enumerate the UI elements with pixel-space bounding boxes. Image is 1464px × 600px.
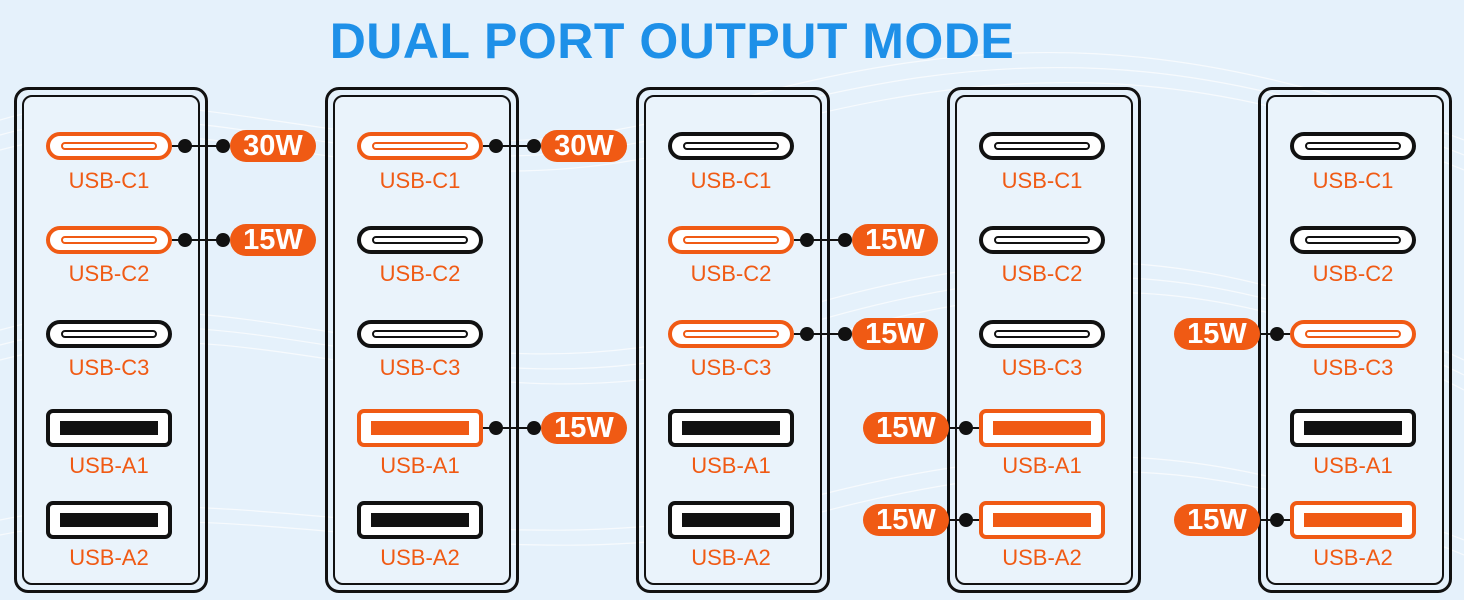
port-label: USB-C1 xyxy=(1312,168,1394,193)
connector-dot xyxy=(489,421,503,435)
port-label: USB-C3 xyxy=(68,355,150,380)
usb-c-port-icon xyxy=(357,132,483,160)
port-label: USB-C2 xyxy=(379,261,461,286)
connector-dot xyxy=(1270,327,1284,341)
port-label: USB-A2 xyxy=(691,545,771,570)
usb-a-port-icon xyxy=(357,409,483,447)
usb-c-port-icon xyxy=(1290,226,1416,254)
port-label: USB-A2 xyxy=(1002,545,1082,570)
connector-line xyxy=(172,239,218,241)
port-label: USB-A2 xyxy=(69,545,149,570)
port-label: USB-C1 xyxy=(690,168,772,193)
wattage-badge: 15W xyxy=(863,504,949,536)
usb-a-port-icon xyxy=(357,501,483,539)
port-label: USB-C3 xyxy=(379,355,461,380)
wattage-badge: 15W xyxy=(852,318,938,350)
port-label: USB-C3 xyxy=(690,355,772,380)
usb-c-port-icon xyxy=(1290,320,1416,348)
usb-c-port-icon xyxy=(979,226,1105,254)
wattage-badge: 30W xyxy=(541,130,627,162)
connector-dot xyxy=(489,139,503,153)
port-label: USB-A1 xyxy=(1002,453,1082,478)
connector-line xyxy=(1230,333,1290,335)
wattage-badge: 15W xyxy=(541,412,627,444)
connector-dot xyxy=(838,327,852,341)
port-label: USB-C3 xyxy=(1312,355,1394,380)
port-label: USB-A1 xyxy=(1313,453,1393,478)
connector-dot xyxy=(527,421,541,435)
usb-c-port-icon xyxy=(46,226,172,254)
connector-dot xyxy=(178,139,192,153)
usb-c-port-icon xyxy=(979,320,1105,348)
connector-dot xyxy=(178,233,192,247)
connector-dot xyxy=(959,421,973,435)
port-label: USB-A1 xyxy=(380,453,460,478)
port-label: USB-A2 xyxy=(380,545,460,570)
wattage-badge: 15W xyxy=(852,224,938,256)
usb-c-port-icon xyxy=(979,132,1105,160)
connector-dot xyxy=(800,233,814,247)
connector-dot xyxy=(959,513,973,527)
usb-c-port-icon xyxy=(357,320,483,348)
port-label: USB-C1 xyxy=(1001,168,1083,193)
usb-c-port-icon xyxy=(668,226,794,254)
port-label: USB-C1 xyxy=(379,168,461,193)
usb-a-port-icon xyxy=(668,501,794,539)
connector-dot xyxy=(838,233,852,247)
connector-dot xyxy=(800,327,814,341)
connector-dot xyxy=(216,233,230,247)
wattage-badge: 15W xyxy=(1174,504,1260,536)
connector-dot xyxy=(1270,513,1284,527)
usb-c-port-icon xyxy=(46,132,172,160)
connector-line xyxy=(172,145,218,147)
connector-line xyxy=(794,333,840,335)
usb-c-port-icon xyxy=(668,320,794,348)
usb-a-port-icon xyxy=(668,409,794,447)
usb-a-port-icon xyxy=(46,501,172,539)
port-label: USB-C2 xyxy=(690,261,772,286)
usb-a-port-icon xyxy=(979,409,1105,447)
connector-line xyxy=(919,519,979,521)
connector-line xyxy=(483,427,529,429)
page-title: DUAL PORT OUTPUT MODE xyxy=(329,13,1015,69)
port-label: USB-A1 xyxy=(69,453,149,478)
usb-a-port-icon xyxy=(1290,409,1416,447)
wattage-badge: 30W xyxy=(230,130,316,162)
usb-c-port-icon xyxy=(1290,132,1416,160)
connector-dot xyxy=(216,139,230,153)
usb-c-port-icon xyxy=(357,226,483,254)
usb-a-port-icon xyxy=(46,409,172,447)
wattage-badge: 15W xyxy=(863,412,949,444)
port-label: USB-C2 xyxy=(68,261,150,286)
port-label: USB-C2 xyxy=(1312,261,1394,286)
port-label: USB-C1 xyxy=(68,168,150,193)
wattage-badge: 15W xyxy=(230,224,316,256)
connector-line xyxy=(794,239,840,241)
connector-line xyxy=(483,145,529,147)
connector-line xyxy=(1230,519,1290,521)
usb-c-port-icon xyxy=(46,320,172,348)
port-label: USB-A2 xyxy=(1313,545,1393,570)
connector-line xyxy=(919,427,979,429)
usb-c-port-icon xyxy=(668,132,794,160)
wattage-badge: 15W xyxy=(1174,318,1260,350)
usb-a-port-icon xyxy=(979,501,1105,539)
connector-dot xyxy=(527,139,541,153)
port-label: USB-C2 xyxy=(1001,261,1083,286)
port-label: USB-C3 xyxy=(1001,355,1083,380)
usb-a-port-icon xyxy=(1290,501,1416,539)
port-label: USB-A1 xyxy=(691,453,771,478)
